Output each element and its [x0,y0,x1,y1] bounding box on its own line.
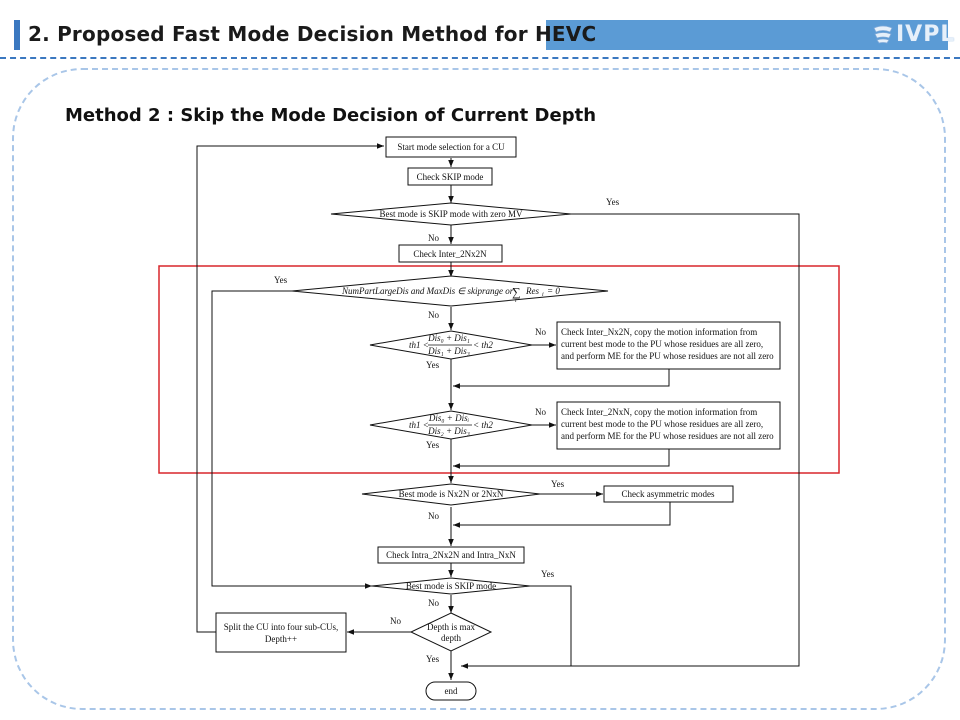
decision-partition-res: Res [525,286,539,296]
slide-title: 2. Proposed Fast Mode Decision Method fo… [28,22,597,46]
check-inter-2nx2n-box [398,244,503,263]
check-nx2n-line-1: Check Inter_Nx2N, copy the motion inform… [561,327,757,337]
decision-max-depth-line-1: Depth is max [427,622,475,632]
decision-best-skip [371,577,531,595]
check-nx2n-line-2: current best mode to the PU whose residu… [561,339,763,349]
start-label: Start mode selection for a CU [397,142,505,152]
decision-2nxn-numerator: Dis₀ + Disᵢ [428,413,470,423]
end-terminal [425,681,477,701]
decision-max-depth [409,612,493,652]
decision-skip-zero-mv [330,202,572,226]
check-nx2n-box [556,321,781,370]
label-no-nx2n-or-2nxn: No [428,511,439,521]
check-skip-box [407,167,493,186]
check-asymmetric-box [603,485,734,503]
label-no-partition: No [428,310,439,320]
label-no-best-skip: No [428,598,439,608]
highlight-box [158,265,840,474]
check-2nxn-line-3: and perform ME for the PU whose residues… [561,431,774,441]
decision-nx2n-left: th1 < [409,340,429,350]
decision-nx2n-denominator: Dis₁ + Dis₃ [427,346,470,356]
start-box [385,136,517,158]
check-intra-box [377,546,525,564]
logo-swirl-icon [873,25,893,44]
decision-partition [291,275,609,307]
decision-nx2n-numerator: Dis₀ + Dis₁ [427,333,470,343]
label-yes-skip-zero-mv: Yes [606,197,620,207]
check-nx2n-line-3: and perform ME for the PU whose residues… [561,351,774,361]
decision-2nxn-right: < th2 [473,420,493,430]
split-line-2: Depth++ [265,634,297,644]
label-no-max-depth: No [390,616,401,626]
decision-partition-res-index: i [542,292,544,298]
decision-partition-equals: = 0 [547,286,560,296]
decision-2nxn-left: th1 < [409,420,429,430]
end-label: end [445,686,458,696]
decision-skip-zero-mv-label: Best mode is SKIP mode with zero MV [380,209,523,219]
decision-nx2n-or-2nxn [361,483,541,506]
label-yes-best-skip: Yes [541,569,555,579]
title-divider [0,57,960,59]
check-2nxn-line-2: current best mode to the PU whose residu… [561,419,763,429]
decision-2nxn-denominator: Dis₂ + Dis₃ [427,426,470,436]
check-2nxn-box [556,401,781,450]
split-line-1: Split the CU into four sub-CUs, [224,622,339,632]
decision-partition-sum-index: i [515,298,517,304]
check-asymmetric-label: Check asymmetric modes [622,489,715,499]
label-yes-partition: Yes [274,275,288,285]
title-label-box [20,20,546,50]
split-box [215,612,347,653]
label-yes-nx2n: Yes [426,360,440,370]
title-accent [14,20,20,50]
decision-nx2n-or-2nxn-label: Best mode is Nx2N or 2NxN [399,489,504,499]
check-2nxn-line-1: Check Inter_2NxN, copy the motion inform… [561,407,757,417]
check-inter-2nx2n-label: Check Inter_2Nx2N [413,249,487,259]
logo-text: IVPL [896,22,956,47]
label-yes-max-depth: Yes [426,654,440,664]
decision-best-skip-label: Best mode is SKIP mode [406,581,496,591]
content-frame [12,68,946,710]
label-yes-nx2n-or-2nxn: Yes [551,479,565,489]
check-skip-label: Check SKIP mode [417,172,484,182]
check-intra-label: Check Intra_2Nx2N and Intra_NxN [386,550,516,560]
decision-partition-condition: NumPartLargeDis and MaxDis ∈ skiprange o… [341,286,514,296]
label-yes-2nxn: Yes [426,440,440,450]
label-no-skip-zero-mv: No [428,233,439,243]
ivpl-logo: IVPL [872,22,960,48]
section-heading: Method 2 : Skip the Mode Decision of Cur… [65,105,597,126]
decision-partition-sum-symbol: ∑ [512,285,521,299]
label-no-nx2n: No [535,327,546,337]
decision-max-depth-line-2: depth [441,633,461,643]
decision-nx2n-right: < th2 [473,340,493,350]
label-no-2nxn: No [535,407,546,417]
